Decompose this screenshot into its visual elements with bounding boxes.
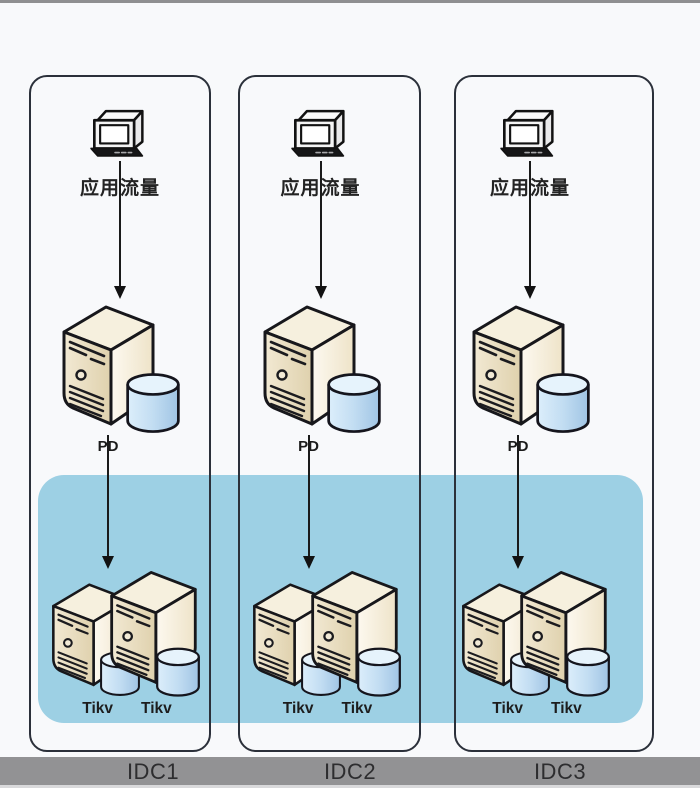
database-cylinder-icon — [566, 647, 610, 697]
pd-label: PD — [507, 438, 529, 455]
tikv-label: Tikv — [141, 700, 172, 717]
pd-label: PD — [298, 438, 319, 455]
arrow-down-icon — [512, 556, 524, 569]
tikv-servers-icon — [462, 571, 610, 697]
database-cylinder-icon — [156, 647, 200, 697]
tikv-label-row: Tikv Tikv — [238, 700, 417, 718]
tikv-label: Tikv — [341, 700, 373, 717]
tikv-label: Tikv — [282, 700, 314, 717]
database-cylinder-icon — [126, 373, 180, 433]
top-divider-bar — [0, 0, 700, 3]
idc1-column-frame: 应用流量 PD Tikv Tikv — [29, 75, 211, 752]
tikv-label: Tikv — [492, 700, 523, 717]
traffic-label: 应用流量 — [79, 178, 161, 199]
footer-bar — [0, 757, 700, 785]
arrow-down-icon — [302, 556, 315, 569]
pd-server-icon — [62, 305, 180, 433]
tikv-servers-icon — [252, 571, 401, 697]
client-computer-icon — [90, 107, 150, 160]
traffic-label: 应用流量 — [489, 178, 571, 199]
tikv-label-row: Tikv Tikv — [439, 700, 635, 718]
flow-arrow-line — [529, 161, 531, 289]
idc-footer-label: IDC1 — [126, 759, 180, 784]
database-cylinder-icon — [536, 373, 590, 433]
tikv-label-row: Tikv Tikv — [38, 700, 216, 718]
traffic-label: 应用流量 — [280, 178, 361, 199]
database-cylinder-icon — [326, 373, 381, 433]
flow-arrow-line — [319, 161, 322, 289]
database-cylinder-icon — [356, 647, 401, 697]
idc-footer-label: IDC2 — [323, 759, 377, 784]
pd-label: PD — [97, 438, 119, 455]
flow-arrow-line — [307, 435, 310, 559]
flow-arrow-line — [517, 435, 519, 559]
footer-bottom-edge — [0, 785, 700, 788]
pd-server-icon — [472, 305, 590, 433]
idc2-column-frame: 应用流量 PD Tikv Tikv — [238, 75, 421, 752]
pd-server-icon — [263, 305, 381, 433]
arrow-down-icon — [102, 556, 114, 569]
arrow-down-icon — [524, 286, 536, 299]
idc-footer-label: IDC3 — [533, 759, 587, 784]
flow-arrow-line — [119, 161, 121, 289]
tikv-label: Tikv — [551, 700, 582, 717]
arrow-down-icon — [314, 286, 327, 299]
tikv-label: Tikv — [82, 700, 113, 717]
client-computer-icon — [291, 107, 351, 160]
flow-arrow-line — [107, 435, 109, 559]
arrow-down-icon — [114, 286, 126, 299]
client-computer-icon — [500, 107, 560, 160]
tikv-servers-icon — [52, 571, 200, 697]
idc3-column-frame: 应用流量 PD Tikv Tikv — [454, 75, 654, 752]
